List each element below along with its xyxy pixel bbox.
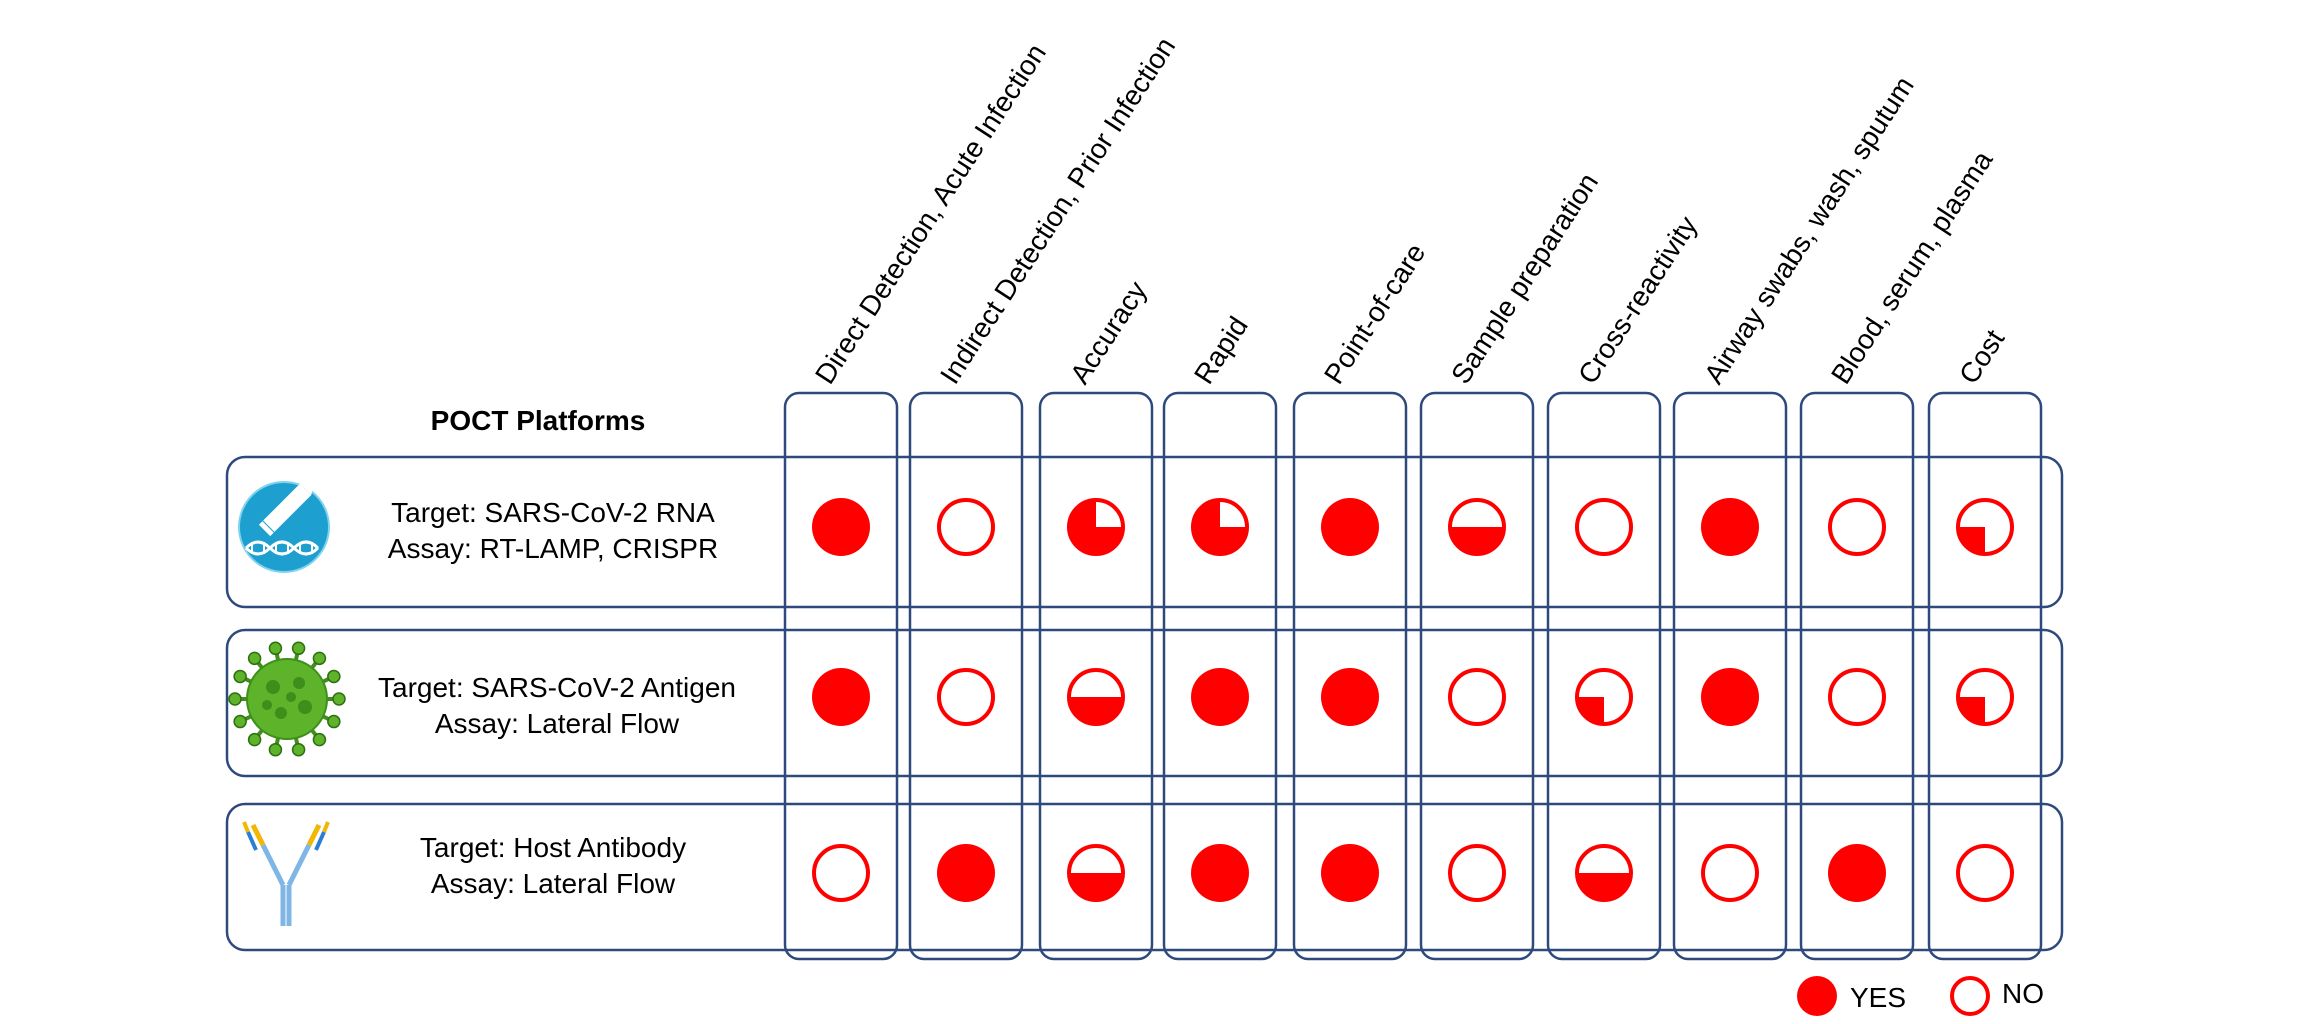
rating-cell: [1321, 668, 1379, 726]
column-box-8: [1672, 391, 1788, 961]
row-2-target: Target: SARS-CoV-2 Antigen: [378, 672, 736, 703]
rating-cell: [1067, 498, 1125, 556]
rating-cell: [812, 668, 870, 726]
rating-cell: [937, 498, 995, 556]
row-boxes: [225, 455, 2064, 952]
column-header-5: Point-of-care: [1318, 238, 1431, 389]
row-box-3: [225, 802, 2064, 952]
legend-yes-label: YES: [1850, 982, 1906, 1013]
column-box-3: [1038, 391, 1154, 961]
legend-yes-marker: [1797, 976, 1837, 1016]
rating-cell: [812, 498, 870, 556]
virus-icon: [228, 641, 346, 757]
rating-cell: [1321, 844, 1379, 902]
pencil-dna-icon: [238, 479, 330, 573]
rating-cell: [1956, 498, 2014, 556]
rating-cell: [812, 844, 870, 902]
rating-cell: [1575, 844, 1633, 902]
row-box-1: [225, 455, 2064, 609]
row-3-assay: Assay: Lateral Flow: [431, 868, 676, 899]
column-box-4: [1162, 391, 1278, 961]
column-boxes: [783, 391, 2043, 961]
row-box-2: [225, 628, 2064, 778]
row-3-target: Target: Host Antibody: [420, 832, 686, 863]
rating-cell: [1448, 668, 1506, 726]
row-1-target: Target: SARS-CoV-2 RNA: [391, 497, 715, 528]
platforms-title: POCT Platforms: [431, 405, 646, 436]
row-1-assay: Assay: RT-LAMP, CRISPR: [388, 533, 718, 564]
rating-cell: [1191, 498, 1249, 556]
column-box-7: [1546, 391, 1662, 961]
antibody-icon: [242, 821, 330, 926]
column-box-1: [783, 391, 899, 961]
column-box-2: [908, 391, 1024, 961]
rating-cell: [1575, 498, 1633, 556]
row-2-assay: Assay: Lateral Flow: [435, 708, 680, 739]
rating-cell: [937, 844, 995, 902]
rating-cell: [1321, 498, 1379, 556]
column-header-3: Accuracy: [1064, 276, 1153, 389]
legend-no-label: NO: [2002, 978, 2044, 1009]
rating-cell: [1191, 668, 1249, 726]
column-box-9: [1799, 391, 1915, 961]
rating-cell: [1956, 668, 2014, 726]
column-header-2: Indirect Detection, Prior Infection: [934, 32, 1181, 390]
column-box-5: [1292, 391, 1408, 961]
column-header-6: Sample preparation: [1445, 167, 1604, 389]
rating-cell: [1828, 498, 1886, 556]
column-header-7: Cross-reactivity: [1572, 211, 1703, 390]
column-headers: Direct Detection, Acute InfectionIndirec…: [809, 32, 2010, 390]
rating-cell: [1701, 668, 1759, 726]
legend-no-marker: [1950, 976, 1990, 1016]
rating-cell: [1448, 498, 1506, 556]
legend: YES NO: [1797, 976, 2044, 1016]
rating-cell: [1191, 844, 1249, 902]
rating-cell: [1828, 844, 1886, 902]
rating-cells: [812, 498, 2014, 902]
column-header-8: Airway swabs, wash, sputum: [1698, 71, 1920, 389]
column-header-4: Rapid: [1188, 311, 1254, 389]
column-box-6: [1419, 391, 1535, 961]
rating-cell: [1828, 668, 1886, 726]
rating-cell: [1067, 844, 1125, 902]
rating-cell: [1575, 668, 1633, 726]
rating-cell: [937, 668, 995, 726]
rating-cell: [1448, 844, 1506, 902]
rating-cell: [1067, 668, 1125, 726]
rating-cell: [1956, 844, 2014, 902]
rating-cell: [1701, 498, 1759, 556]
column-header-1: Direct Detection, Acute Infection: [809, 38, 1052, 389]
column-header-10: Cost: [1953, 324, 2010, 389]
rating-cell: [1701, 844, 1759, 902]
column-box-10: [1927, 391, 2043, 961]
